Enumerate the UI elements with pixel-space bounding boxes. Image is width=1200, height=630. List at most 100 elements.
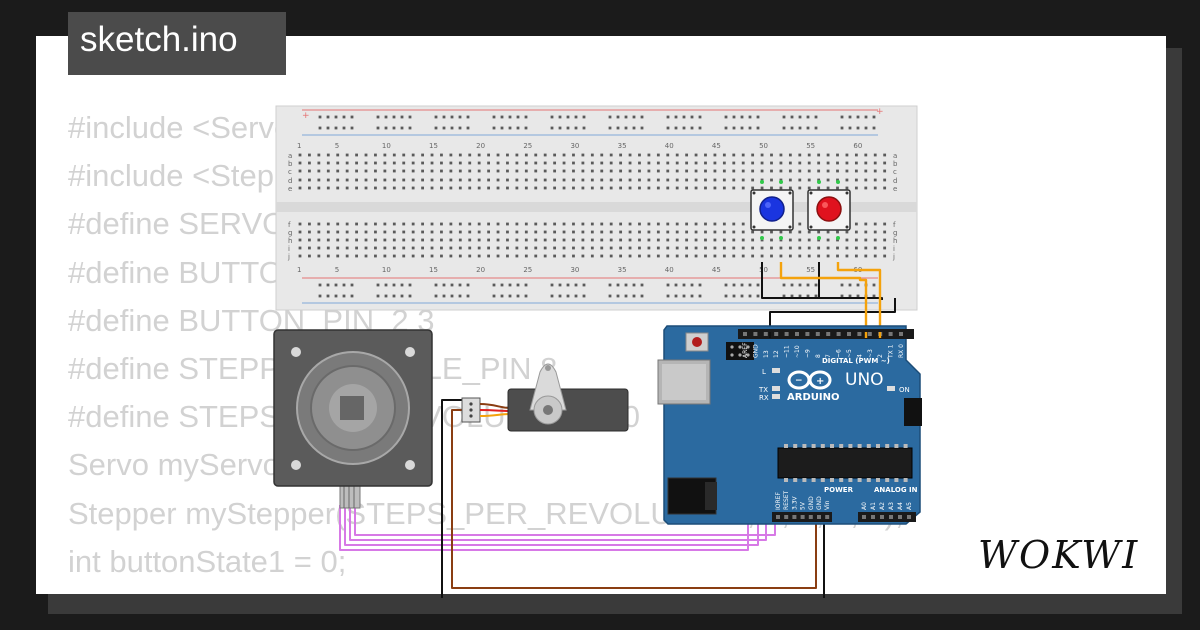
column-number: 25 [523,142,532,150]
column-number: 15 [429,266,438,274]
row-letter: g [893,229,897,237]
column-number: 25 [523,266,532,274]
header-pin[interactable] [867,332,872,336]
column-number: 30 [570,266,579,274]
header-pin[interactable] [836,332,841,336]
atmega-chip-pins [784,444,908,482]
top-pin-label: AREF [742,342,749,358]
pushbutton-red[interactable] [807,180,851,240]
header-pin[interactable] [763,332,768,336]
power-pin-label: RESET [783,490,790,510]
analog-pin-label: A3 [888,502,895,510]
analog-pin-label: A0 [861,502,868,510]
header-pin[interactable] [817,515,821,519]
column-number: 40 [665,266,674,274]
power-pin-label: GND [816,496,823,510]
wire-brown-servo [451,409,817,589]
row-letter: b [893,160,898,168]
row-letter: g [288,229,292,237]
header-pin[interactable] [774,332,779,336]
header-pin[interactable] [792,515,797,519]
row-letter: i [893,245,895,253]
rail-plus-label: + [302,111,310,121]
row-letter: b [288,160,293,168]
rx-led-label: RX [759,394,769,402]
header-pin[interactable] [808,515,813,519]
header-pin[interactable] [805,332,810,336]
arduino-infinity-logo [787,370,832,390]
header-pin[interactable] [847,332,851,336]
on-label: ON [899,386,910,394]
header-pin[interactable] [899,332,903,336]
header-pin[interactable] [753,332,758,336]
rail-plus-label-right: + [876,107,884,117]
top-pin-label: 12 [773,350,780,358]
header-pin[interactable] [907,515,911,519]
header-pin[interactable] [826,332,831,336]
row-letter: a [893,152,897,160]
analog-label: ANALOG IN [874,486,918,494]
servo-motor[interactable] [461,363,629,432]
wokwi-logo: WOKWI [978,533,1139,577]
digital-label: DIGITAL (PWM ~) [822,357,890,365]
header-pin[interactable] [743,332,747,336]
code-line: int buttonState2 = 0; [68,586,904,594]
header-pin[interactable] [898,515,902,519]
header-pin[interactable] [800,515,805,519]
header-pin[interactable] [880,515,884,519]
power-pin-label: 3.3V [791,495,798,510]
column-number: 10 [382,142,391,150]
svg-text:+: + [816,376,824,387]
top-pin-label: 4 [856,354,863,358]
wokwi-brand-text: WOKWI [978,533,1139,577]
wire-header-ends [769,332,882,338]
top-pin-label: 2 [877,354,884,358]
arduino-brand-label: ARDUINO [787,392,839,403]
header-pin[interactable] [795,332,799,336]
pushbutton-blue[interactable] [750,180,794,240]
header-pin[interactable] [825,515,830,519]
wire-black-button1 [761,262,883,300]
header-pin[interactable] [776,515,780,519]
top-pin-label: ~5 [846,349,853,358]
header-pin[interactable] [862,515,866,519]
top-pin-label: ~6 [836,349,843,358]
top-pin-label: GND [752,344,759,358]
column-number: 1 [297,266,301,274]
header-pin[interactable] [815,332,820,336]
row-letter: f [288,221,291,229]
row-letter: f [893,221,896,229]
header-pin[interactable] [784,332,789,336]
header-pin[interactable] [784,515,789,519]
row-letter: j [892,253,895,261]
row-letter: i [288,245,290,253]
power-pin-label: Vin [824,500,831,510]
file-tab[interactable]: sketch.ino [68,12,286,75]
column-number: 5 [335,142,339,150]
column-number: 20 [476,142,485,150]
row-letter: c [893,168,897,176]
power-label: POWER [824,486,854,494]
l-led-label: L [762,368,766,376]
header-pin[interactable] [871,515,875,519]
column-number: 40 [665,142,674,150]
column-number: 55 [806,266,815,274]
column-number: 15 [429,142,438,150]
row-letter: a [288,152,292,160]
power-pin-label: IOREF [775,492,782,510]
row-letter: d [288,177,292,185]
tx-led-label: TX [758,386,768,394]
header-pin[interactable] [889,515,893,519]
stepper-motor[interactable] [273,329,433,509]
column-number: 20 [476,266,485,274]
breadboard-column-numbers: 1155101015152020252530303535404045455050… [297,142,862,274]
column-number: 45 [712,142,721,150]
header-pin[interactable] [888,332,893,336]
header-pin[interactable] [857,332,862,336]
wire-orange-button1 [779,262,868,332]
